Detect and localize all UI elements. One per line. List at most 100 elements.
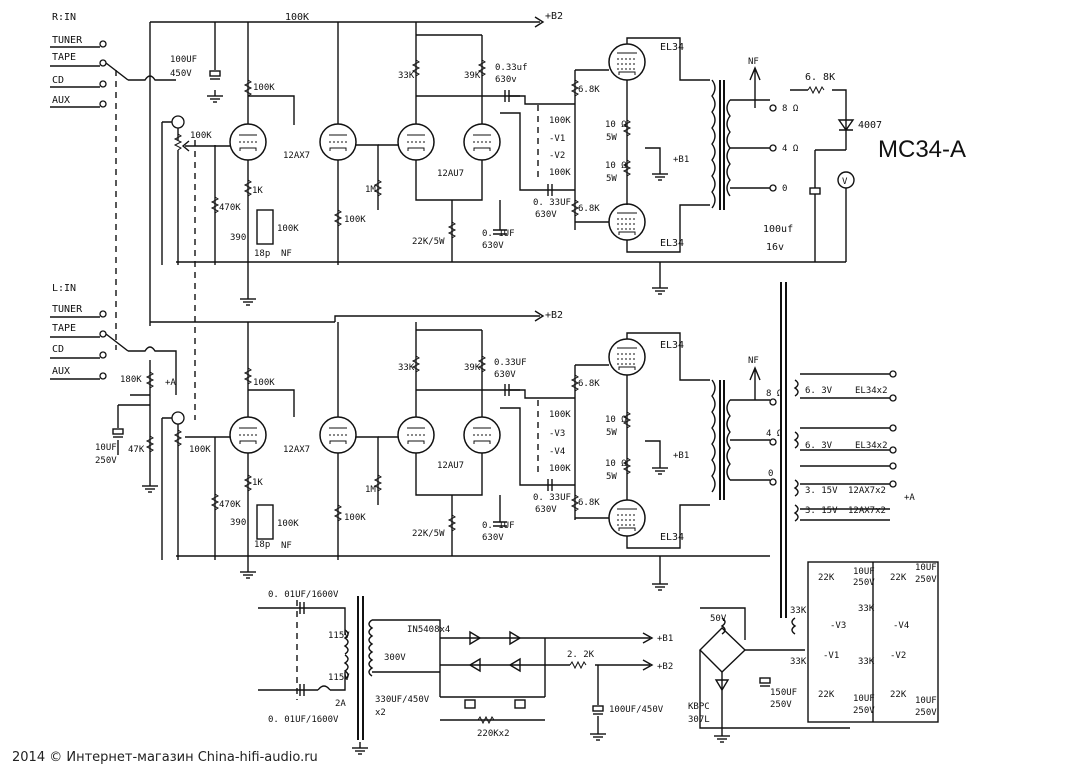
c630-l: 630V <box>494 370 516 380</box>
diode-label: 4007 <box>858 120 882 131</box>
bias-r22c: 22K <box>818 690 835 700</box>
bias-out-v1: -V1 <box>823 651 839 661</box>
b1-tap: +B1 <box>673 155 689 165</box>
r-in-label: R:IN <box>52 12 76 23</box>
cathode-r3: 100K <box>344 215 366 225</box>
el34-top-l <box>608 338 646 376</box>
grid-r1: 470K <box>219 203 241 213</box>
r2k2: 2. 2K <box>567 650 595 660</box>
cathode-r2: 390 <box>230 233 246 243</box>
tube-12ax7-c <box>229 416 267 454</box>
volume-pot-l <box>171 411 185 425</box>
heater-ax7b: 12AX7x2 <box>848 506 886 516</box>
bleeder: 220Kx2 <box>477 729 510 739</box>
bias-r1: 100K <box>549 116 571 126</box>
r68b-l: 6.8K <box>578 498 600 508</box>
c033b-l: 0. 33UF <box>533 493 571 503</box>
bias-r22d: 22K <box>890 690 907 700</box>
bias-v4: -V4 <box>549 447 565 457</box>
diode-bridge: IN5408x4 <box>407 625 450 635</box>
meter-cap: 100uf <box>763 224 793 235</box>
right-channel: R:IN TUNER TAPE CD AUX 100K +B2 100UF 45… <box>50 11 966 326</box>
plus-a-out: +A <box>904 493 915 503</box>
c630: 630v <box>495 75 517 85</box>
b1-out: +B1 <box>657 634 673 644</box>
bias-winding: 50V <box>710 614 727 624</box>
tap-8-l: 8 Ω <box>766 389 783 399</box>
b2-label: +B2 <box>545 11 563 22</box>
bridge-rectifier <box>699 627 747 673</box>
bias-c250d: 250V <box>915 708 937 718</box>
r33k-l: 33K <box>398 363 415 373</box>
c250v-l: 250V <box>95 456 117 466</box>
r1m-l: 1M <box>365 485 376 495</box>
r68-meter: 6. 8K <box>805 72 835 83</box>
r10b-l: 10 Ω <box>605 459 627 469</box>
tube-12au7-b <box>463 123 501 161</box>
bridge-part: 307L <box>688 715 710 725</box>
cathode-r2-l: 390 <box>230 518 246 528</box>
bias-r33b: 33K <box>858 604 875 614</box>
r10a-l: 10 Ω <box>605 415 627 425</box>
r5wa-l: 5W <box>606 428 617 438</box>
nf-in-l: NF <box>281 541 292 551</box>
cathode-r3-l: 100K <box>344 513 366 523</box>
r1m: 1M <box>365 185 376 195</box>
bias-c10d: 10UF <box>915 696 937 706</box>
c1-voltage: 450V <box>170 69 192 79</box>
el34-bottom-label-l: EL34 <box>660 532 684 543</box>
tap-0: 0 <box>782 184 787 194</box>
heater-315b: 3. 15V <box>805 506 838 516</box>
output-transformer-l <box>711 379 716 493</box>
r68a: 6.8K <box>578 85 600 95</box>
r39k: 39K <box>464 71 481 81</box>
el34-top <box>608 43 646 81</box>
el34-bottom-l <box>608 499 646 537</box>
nf-r-l: 100K <box>277 519 299 529</box>
ax7-label: 12AX7 <box>283 151 310 161</box>
tube-12ax7-b <box>319 123 357 161</box>
nf-out-l: NF <box>748 356 759 366</box>
au7-label-l: 12AU7 <box>437 461 464 471</box>
meter-label: V <box>842 177 848 187</box>
c10uf-l: 10UF <box>95 443 117 453</box>
r-feedback-label: 100K <box>285 12 309 23</box>
primary-115a: 115V <box>328 631 350 641</box>
r10b: 10 Ω <box>605 161 627 171</box>
tuner-label: TUNER <box>52 35 83 46</box>
r5wa: 5W <box>606 133 617 143</box>
tube-12ax7-a <box>229 123 267 161</box>
cd-label: CD <box>52 75 64 86</box>
c033-l: 0.33UF <box>494 358 527 368</box>
bridge-label: KBPC <box>688 702 710 712</box>
l-in-label: L:IN <box>52 283 76 294</box>
bias-out-v4: -V4 <box>893 621 909 631</box>
tap-0-l: 0 <box>768 469 773 479</box>
el34-top-label-l: EL34 <box>660 340 684 351</box>
c630c: 630V <box>482 241 504 251</box>
tube-12au7-d <box>463 416 501 454</box>
left-channel: L:IN TUNER TAPE CD AUX +B2 180K +A 47K 1… <box>50 283 783 591</box>
aux-label-l: AUX <box>52 366 70 377</box>
pot-label-l: 100K <box>189 445 211 455</box>
heater-el34b: EL34x2 <box>855 441 888 451</box>
ax7-label-l: 12AX7 <box>283 445 310 455</box>
r33k: 33K <box>398 71 415 81</box>
heater-315a: 3. 15V <box>805 486 838 496</box>
r10a: 10 Ω <box>605 120 627 130</box>
primary-115b: 115V <box>328 673 350 683</box>
r180k: 180K <box>120 375 142 385</box>
bias-out-v3: -V3 <box>830 621 846 631</box>
power-transformer: 6. 3V EL34x2 6. 3V EL34x2 3. 15V 12AX7x2… <box>780 282 915 618</box>
filter-cap-1: 330UF/450V <box>375 695 430 705</box>
heater-63b: 6. 3V <box>805 441 833 451</box>
bias-cap: 150UF <box>770 688 797 698</box>
heater-el34a: EL34x2 <box>855 386 888 396</box>
tape-label: TAPE <box>52 52 76 63</box>
model-title: MC34-A <box>878 136 966 163</box>
bias-supply: 50V KBPC 307L 150UF 250V 22K 10UF 250V 2… <box>688 561 939 743</box>
tube-12au7-a <box>397 123 435 161</box>
output-transformer <box>711 79 716 209</box>
copyright-caption: 2014 © Интернет-магазин China-hifi-audio… <box>12 750 318 765</box>
